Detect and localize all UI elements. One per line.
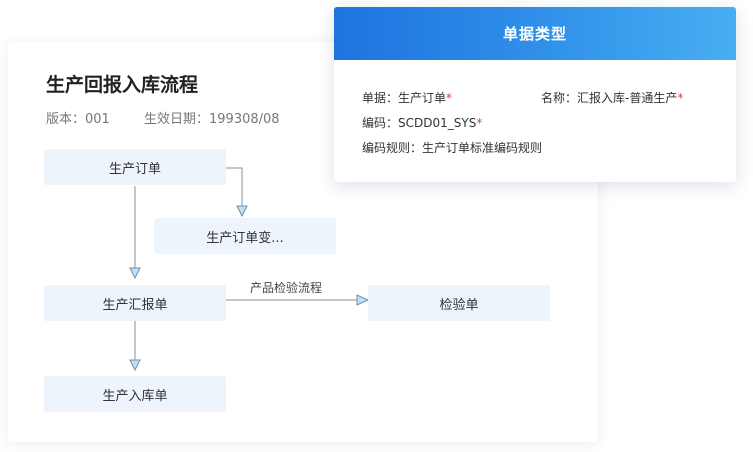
field-name-text: 名称：汇报入库-普通生产 <box>541 91 678 105</box>
node-production-order[interactable]: 生产订单 <box>44 149 226 185</box>
required-mark: * <box>476 116 483 130</box>
flow-title: 生产回报入库流程 <box>46 74 199 96</box>
required-mark: * <box>677 91 684 105</box>
field-code: 编码：SCDD01_SYS* <box>362 114 482 131</box>
field-document: 单据：生产订单* <box>362 89 452 106</box>
field-name: 名称：汇报入库-普通生产* <box>541 89 683 106</box>
document-type-panel: 单据类型 单据：生产订单* 名称：汇报入库-普通生产* 编码：SCDD01_SY… <box>334 7 736 182</box>
field-code-text: 编码：SCDD01_SYS <box>362 116 477 130</box>
node-inspection-order[interactable]: 检验单 <box>368 285 550 321</box>
node-production-order-change[interactable]: 生产订单变... <box>154 218 336 254</box>
node-production-inbound[interactable]: 生产入库单 <box>44 376 226 412</box>
required-mark: * <box>446 91 453 105</box>
field-code-rule: 编码规则：生产订单标准编码规则 <box>362 141 543 155</box>
field-document-text: 单据：生产订单 <box>362 91 447 105</box>
flow-version: 版本：001 <box>46 112 110 127</box>
panel-header: 单据类型 <box>334 7 736 60</box>
node-production-report[interactable]: 生产汇报单 <box>44 285 226 321</box>
flow-effective-date: 生效日期：199308/08 <box>144 112 280 127</box>
edge-label-inspection-flow: 产品检验流程 <box>250 281 323 295</box>
